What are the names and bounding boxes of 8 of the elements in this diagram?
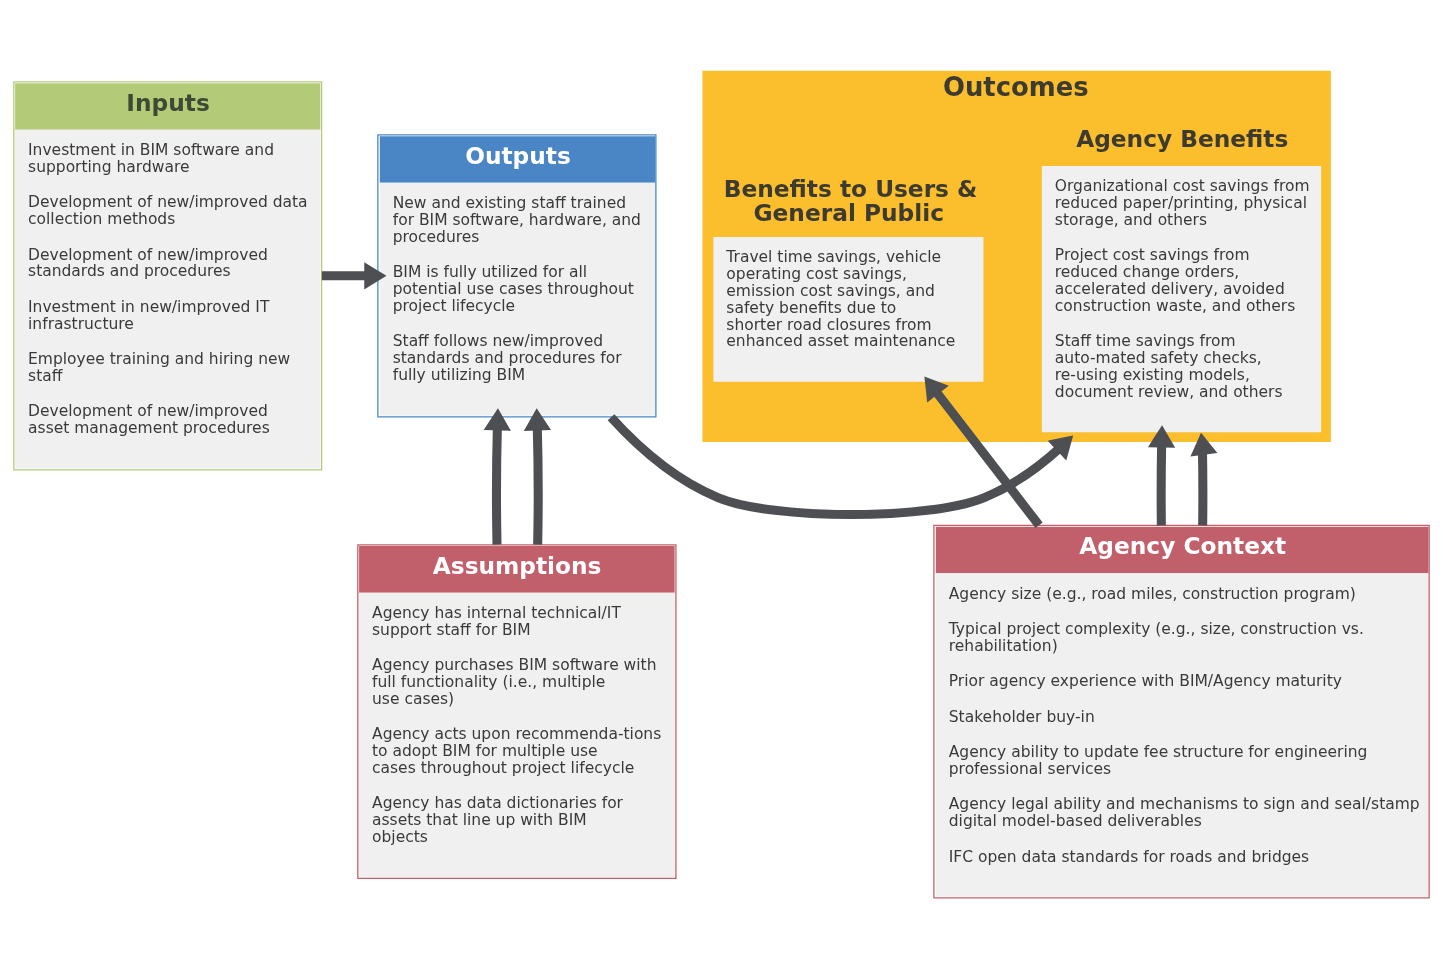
arrow bbox=[523, 407, 551, 545]
arrow bbox=[924, 375, 1043, 528]
arrow bbox=[1190, 432, 1218, 525]
arrow bbox=[321, 261, 387, 289]
arrow bbox=[607, 413, 1074, 519]
arrow bbox=[483, 407, 511, 545]
arrow bbox=[1147, 424, 1176, 525]
node-text: Benefits to Users & General Public Travel time savings, vehicle operating cost savings, emission cost savings, and safety benefits due to shorter road closures from enhanced asset maintenance bbox=[723, 174, 978, 350]
